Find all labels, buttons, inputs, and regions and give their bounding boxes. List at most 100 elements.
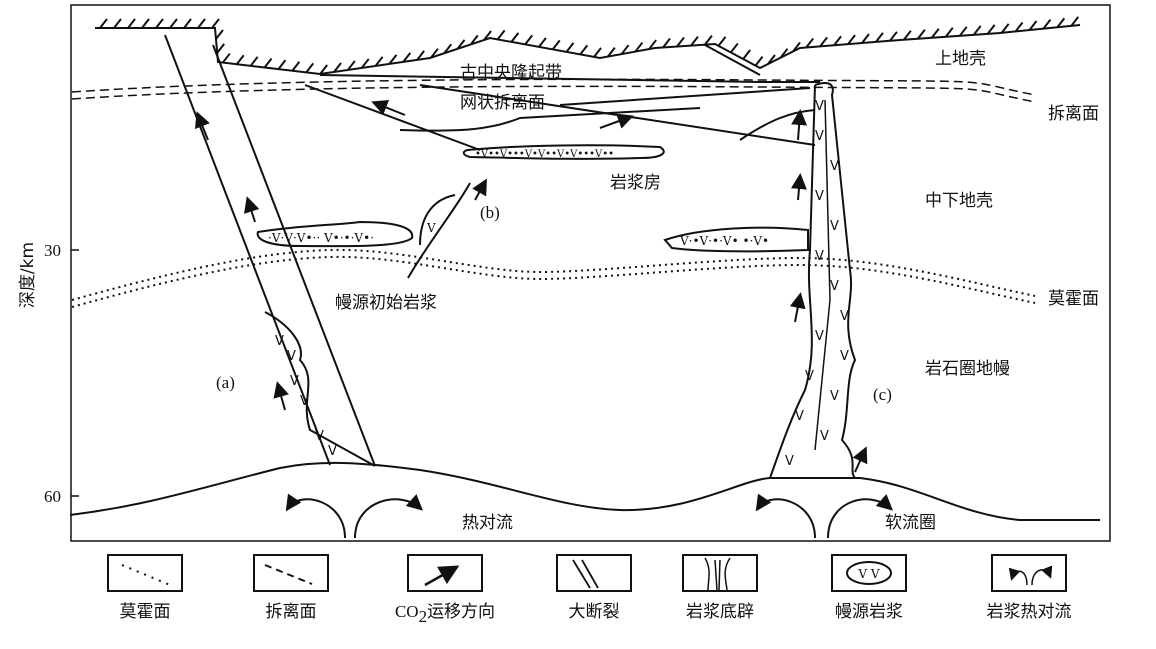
svg-text:V: V	[805, 369, 814, 384]
hatch-mark	[402, 52, 412, 63]
diapir-c-left	[769, 84, 816, 479]
magma-blob-right	[663, 226, 809, 253]
svg-text:V: V	[815, 249, 824, 264]
label-detachment: 拆离面	[1048, 104, 1099, 124]
hatch-mark	[742, 49, 751, 60]
hatch-mark	[235, 54, 245, 65]
label-upper-crust: 上地壳	[935, 49, 986, 69]
surface-hatching	[99, 16, 1080, 75]
convection-arrows-right	[755, 493, 893, 539]
svg-text:V: V	[815, 99, 824, 114]
hatch-mark	[216, 43, 225, 54]
double-fault-lines-icon	[572, 559, 599, 589]
hatch-mark	[456, 39, 466, 50]
hatch-mark	[944, 27, 954, 38]
hatch-mark	[360, 58, 370, 69]
hatch-mark	[565, 42, 575, 53]
hatch-mark	[847, 34, 856, 45]
hatch-mark	[579, 44, 589, 56]
legend-item-convection: 岩浆热对流	[987, 554, 1072, 622]
hatch-mark	[875, 32, 884, 43]
label-network-detachment: 网状拆离面	[460, 93, 545, 113]
hatch-mark	[416, 50, 425, 61]
magma-chamber	[462, 144, 665, 160]
label-magma-chamber: 岩浆房	[610, 173, 661, 193]
label-mid-lower-crust: 中下地壳	[925, 191, 993, 211]
legend-label: 大断裂	[569, 602, 620, 622]
legend-label: 岩浆底辟	[686, 602, 754, 622]
hatch-mark	[470, 34, 479, 46]
hatch-mark	[903, 30, 912, 41]
label-primary-magma: 幔源初始岩浆	[335, 293, 437, 313]
diapir-icon	[704, 557, 731, 591]
hatch-mark	[648, 39, 657, 50]
legend: 莫霍面 拆离面 CO2运移方向 大断裂 岩浆底辟 V V 幔源岩浆	[107, 554, 1072, 626]
hatch-mark	[524, 34, 533, 46]
co2-arrows	[195, 100, 868, 473]
hatch-mark	[319, 64, 328, 75]
diapir-a	[264, 311, 376, 467]
hatch-mark	[1014, 21, 1024, 33]
hatch-mark	[1000, 23, 1010, 34]
hatch-mark	[676, 36, 685, 48]
diapir-c-right	[814, 82, 857, 479]
legend-label: 幔源岩浆	[835, 602, 903, 622]
legend-label: 岩浆热对流	[987, 602, 1072, 622]
hatch-mark	[986, 24, 996, 35]
hatch-mark	[538, 37, 547, 48]
convection-arrows-left	[285, 493, 423, 539]
hatch-mark	[889, 31, 898, 42]
svg-text:V: V	[815, 329, 824, 344]
hatch-mark	[443, 43, 453, 54]
svg-text:V: V	[795, 409, 804, 424]
hatch-mark	[754, 55, 764, 67]
hatch-mark	[730, 42, 739, 54]
svg-text:V: V	[830, 159, 839, 174]
legend-item-mantle-magma: V V 幔源岩浆	[831, 554, 907, 622]
tick-label-30: 30	[44, 241, 61, 260]
svg-text:V: V	[328, 444, 337, 459]
magma-blob-icon	[846, 561, 892, 585]
svg-text:V: V	[290, 374, 299, 389]
moho-line-2	[71, 255, 1036, 308]
legend-item-detachment: 拆离面	[253, 554, 329, 622]
hatch-mark	[972, 25, 982, 36]
label-thermal-convection: 热对流	[462, 513, 513, 533]
magma-blob-icon-marks: V V	[857, 567, 879, 581]
hatch-mark	[99, 18, 108, 29]
magma-blob-left	[256, 220, 414, 248]
tick-label-60: 60	[44, 487, 61, 506]
hatch-mark	[483, 30, 492, 41]
hatch-mark	[291, 61, 301, 72]
hatch-mark	[792, 41, 801, 53]
hatch-mark	[510, 32, 520, 43]
hatch-mark	[263, 57, 273, 69]
hatch-mark	[127, 18, 136, 29]
svg-text:V: V	[840, 349, 849, 364]
svg-text:V: V	[785, 454, 794, 469]
legend-item-co2: CO2运移方向	[395, 554, 495, 626]
label-asthenosphere: 软流圈	[885, 513, 936, 533]
hatch-mark	[222, 52, 231, 64]
hatch-mark	[704, 35, 713, 46]
hatch-mark	[551, 39, 561, 51]
label-lithospheric-mantle: 岩石圈地幔	[925, 359, 1010, 379]
hatch-mark	[958, 26, 968, 37]
hatch-mark	[1070, 16, 1080, 27]
svg-text:V: V	[830, 279, 839, 294]
hatch-mark	[1056, 17, 1066, 28]
svg-text:V: V	[815, 189, 824, 204]
hatch-mark	[833, 35, 842, 46]
legend-item-fault: 大断裂	[556, 554, 632, 622]
conduit-mark: V	[426, 221, 436, 235]
hatch-mark	[717, 36, 727, 47]
hatch-mark	[779, 48, 789, 59]
hatch-mark	[333, 62, 342, 73]
hatch-mark	[917, 29, 926, 40]
arrow-icon	[424, 565, 460, 587]
hatch-mark	[861, 33, 870, 44]
label-moho: 莫霍面	[1048, 289, 1099, 309]
dotted-line-icon	[121, 564, 171, 586]
